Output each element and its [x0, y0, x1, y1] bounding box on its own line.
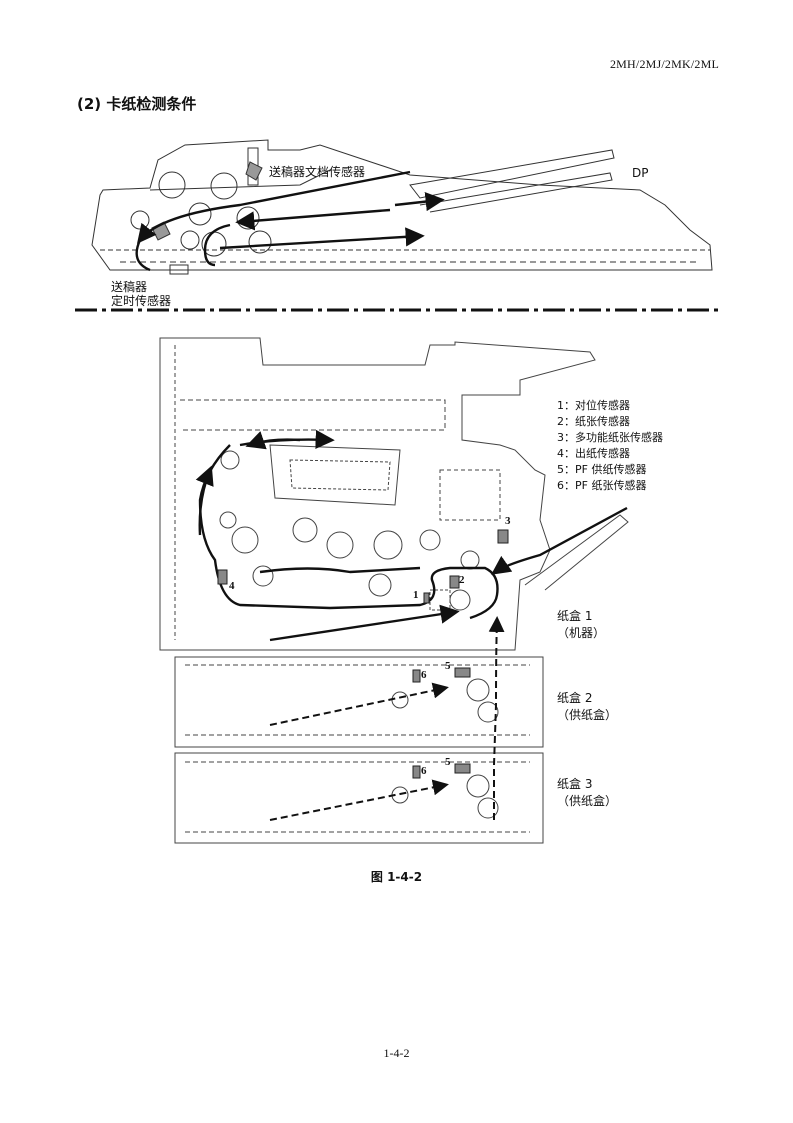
sensor-legend: 1：对位传感器 2：纸张传感器 3：多功能纸张传感器 4：出纸传感器 5：PF … [557, 398, 663, 494]
feed-dashed-paths [269, 616, 505, 821]
sensor-marker-2: 2 [459, 574, 465, 586]
figure-caption: 图 1-4-2 [370, 870, 423, 884]
legend-item: 2：纸张传感器 [557, 415, 630, 428]
sensor-marker-4: 4 [229, 580, 235, 592]
main-paper-paths [195, 429, 628, 642]
cassette-name: 纸盒 2 [557, 691, 593, 705]
sensor-marker-6: 6 [421, 669, 427, 681]
model-code: 2MH/2MJ/2MK/2ML [609, 57, 719, 71]
page-number: 1-4-2 [383, 1046, 410, 1060]
legend-item: 6：PF 纸张传感器 [557, 479, 647, 492]
timing-sensor-label-line1: 送稿器 [111, 280, 148, 294]
cassette-3-label: 纸盒 3 （供纸盒） [557, 776, 617, 810]
legend-item: 1：对位传感器 [557, 399, 630, 412]
cassette-name: 纸盒 1 [557, 609, 593, 623]
section-title: (2) 卡纸检测条件 [77, 95, 197, 113]
cassette-name: 纸盒 3 [557, 777, 593, 791]
legend-item: 5：PF 供纸传感器 [557, 463, 647, 476]
main-unit-drawing [159, 337, 629, 651]
timing-sensor-label-line2: 定时传感器 [111, 294, 172, 308]
sensor-marker-5b: 5 [445, 756, 451, 768]
sensor-marker-5: 5 [445, 660, 451, 672]
sensor-marker-6b: 6 [421, 765, 427, 777]
sensor-marker-3: 3 [505, 515, 511, 527]
cassette-1-label: 纸盒 1 （机器） [557, 608, 605, 642]
cassette-detail: （机器） [557, 626, 606, 640]
cassette-detail: （供纸盒） [557, 794, 618, 808]
dp-unit-label: DP [632, 166, 649, 180]
legend-item: 4：出纸传感器 [557, 447, 630, 460]
doc-sensor-label: 送稿器文档传感器 [269, 165, 366, 179]
legend-item: 3：多功能纸张传感器 [557, 431, 663, 444]
cassettes-drawing [174, 656, 544, 844]
dp-paper-paths [135, 170, 445, 272]
cassette-detail: （供纸盒） [557, 708, 618, 722]
sensor-marker-1: 1 [413, 589, 419, 601]
cassette-2-label: 纸盒 2 （供纸盒） [557, 690, 617, 724]
sensor-shapes [217, 529, 509, 779]
document-processor-drawing [91, 139, 713, 275]
